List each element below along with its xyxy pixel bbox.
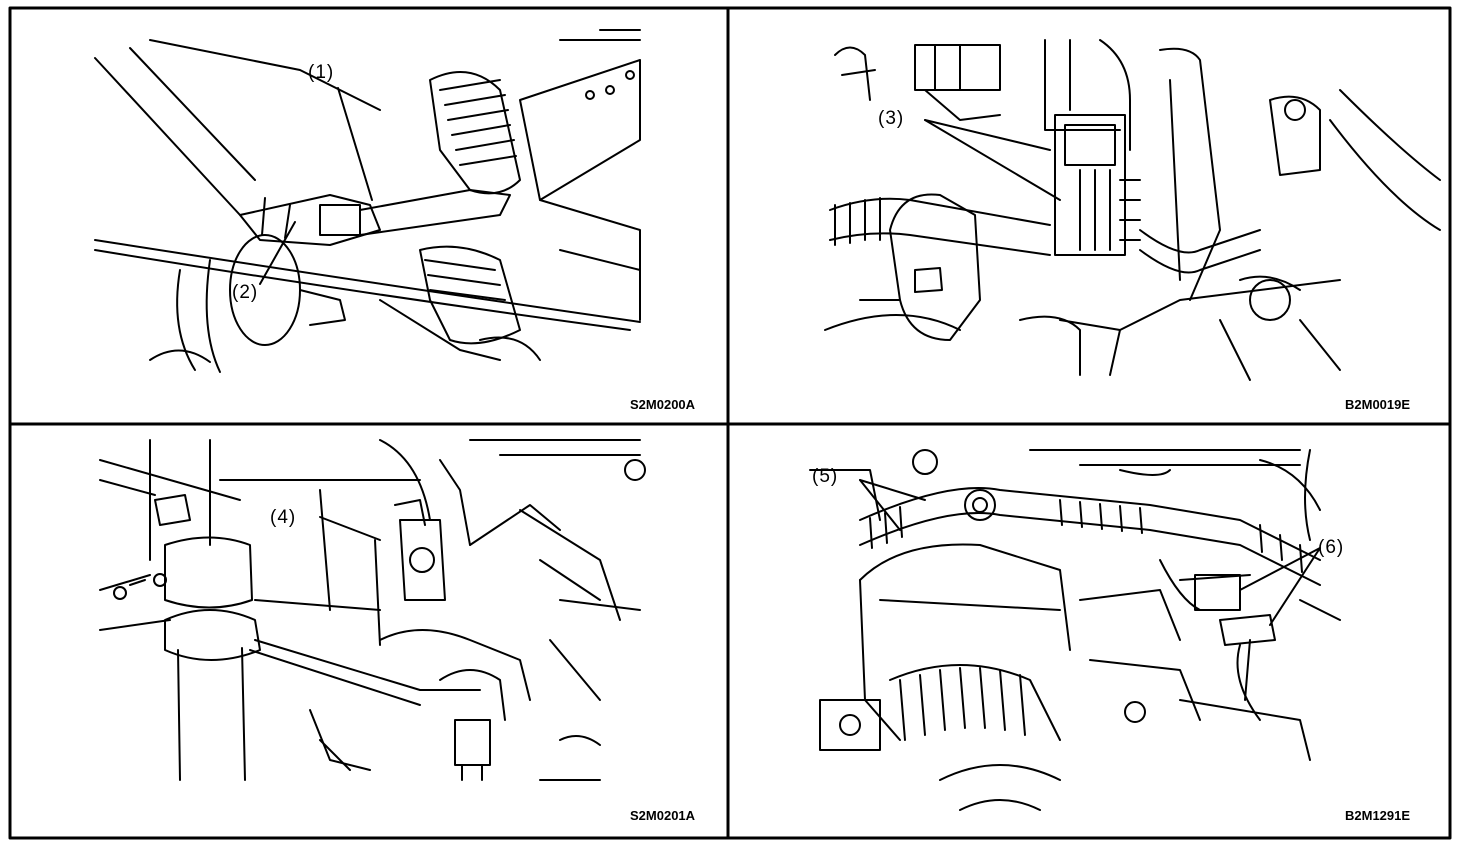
leader-line-2 — [259, 221, 296, 285]
panel-4-drawing — [809, 449, 1341, 811]
callout-5: (5) — [812, 466, 839, 487]
leader-line-5a — [859, 479, 926, 501]
leader-line-6b — [1269, 547, 1321, 626]
callout-2: (2) — [232, 282, 259, 303]
panel-1-drawing — [94, 29, 641, 373]
figure-code-3: S2M0201A — [630, 808, 696, 823]
panel-3-drawing — [99, 439, 646, 781]
leader-line-6a — [1239, 547, 1321, 591]
callout-6: (6) — [1318, 537, 1345, 558]
leader-line-4 — [319, 516, 381, 541]
figure-code-4: B2M1291E — [1345, 808, 1411, 823]
leader-line-1 — [337, 87, 373, 201]
leader-line-3b — [924, 119, 1051, 151]
figure-code-2: B2M0019E — [1345, 397, 1411, 412]
callout-1: (1) — [308, 62, 335, 83]
leader-line-5b — [859, 479, 901, 531]
callout-4: (4) — [270, 507, 297, 528]
leader-line-3a — [924, 119, 1061, 201]
callout-3: (3) — [878, 108, 905, 129]
figure-code-1: S2M0200A — [630, 397, 696, 412]
panel-2-drawing — [824, 39, 1441, 381]
